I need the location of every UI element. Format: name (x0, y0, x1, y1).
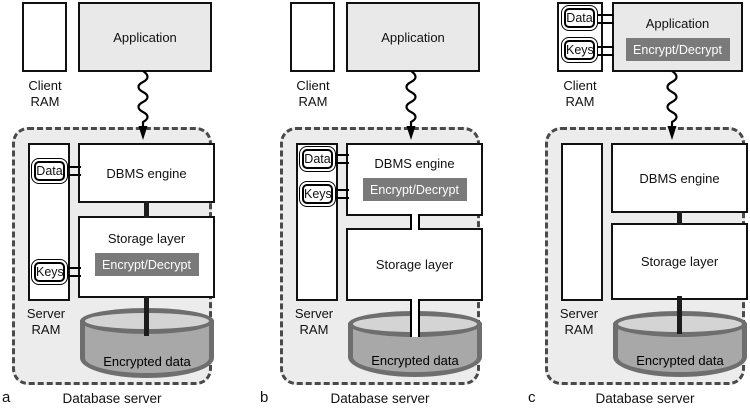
keys-chip-label: Keys (34, 262, 65, 282)
data-chip-label: Data (302, 149, 333, 169)
dbms-storage-connector (410, 214, 420, 230)
network-link-squiggle (405, 71, 417, 140)
application-label: Application (113, 29, 177, 45)
panel-letter-b: b (260, 389, 269, 406)
storage-layer-label: Storage layer (107, 231, 186, 246)
client-ram-label: Client RAM (28, 78, 62, 109)
panel-b: Application Client RAM Data Keys DBMS en… (268, 0, 485, 410)
encrypt-decrypt-chip: Encrypt/Decrypt (625, 38, 730, 61)
data-dbms-link (333, 154, 349, 164)
dbms-engine-label: DBMS engine (106, 165, 187, 181)
encrypted-data-label: Encrypted data (103, 354, 191, 369)
server-ram-label: Server RAM (294, 306, 334, 337)
data-application-link (595, 14, 614, 24)
storage-layer-label: Storage layer (375, 257, 454, 272)
database-server-caption: Database server (595, 391, 695, 406)
arrow-down-icon (406, 126, 416, 140)
storage-layer-box: Storage layer (611, 223, 748, 300)
database-server-box: Data Keys DBMS engine Storage layer Encr… (12, 127, 215, 385)
database-server-caption: Database server (330, 391, 430, 406)
server-ram-box (561, 143, 603, 301)
panel-letter-c: c (528, 389, 536, 406)
database-server-box: DBMS engine Storage layer Encrypted data… (545, 127, 748, 385)
panel-letter-a: a (2, 389, 11, 406)
keys-dbms-link (333, 189, 349, 199)
encrypted-data-label: Encrypted data (371, 353, 459, 368)
application-box: Application (346, 2, 480, 72)
dbms-engine-box: DBMS engine Encrypt/Decrypt (346, 143, 483, 216)
dbms-engine-box: DBMS engine (78, 143, 215, 203)
server-ram-label: Server RAM (26, 306, 66, 337)
arrow-down-icon (667, 126, 677, 140)
keys-chip-label: Keys (302, 184, 333, 204)
data-chip-label: Data (564, 8, 595, 28)
arrow-down-icon (138, 126, 148, 140)
application-box: Application (78, 2, 212, 72)
storage-layer-box: Storage layer (346, 228, 483, 301)
data-chip: Data (299, 146, 336, 172)
encrypted-data-label: Encrypted data (636, 353, 724, 368)
storage-cylinder-connector (144, 296, 149, 336)
network-link-squiggle (666, 71, 678, 140)
panel-c: Data Keys Application Encrypt/Decrypt Cl… (533, 0, 750, 410)
panel-a: Application Client RAM Data Keys DBMS en… (0, 0, 217, 410)
client-ram-label: Client RAM (296, 78, 330, 109)
encrypt-decrypt-chip: Encrypt/Decrypt (94, 253, 199, 276)
keys-storage-link (65, 267, 81, 277)
client-ram-box (22, 2, 67, 72)
keys-chip: Keys (561, 37, 598, 63)
storage-cylinder-connector (677, 296, 682, 334)
data-chip: Data (31, 158, 68, 184)
dbms-storage-connector (677, 211, 682, 225)
database-server-box: Data Keys DBMS engine Encrypt/Decrypt St… (280, 127, 483, 385)
storage-layer-label: Storage layer (640, 254, 719, 269)
storage-layer-box: Storage layer Encrypt/Decrypt (78, 216, 215, 298)
dbms-engine-box: DBMS engine (611, 143, 748, 213)
application-label: Application (381, 29, 445, 45)
data-chip-label: Data (34, 161, 65, 181)
client-ram-box (290, 2, 335, 72)
keys-chip-label: Keys (564, 40, 595, 60)
network-link-squiggle (137, 71, 149, 140)
keys-application-link (595, 46, 614, 56)
encrypt-decrypt-chip: Encrypt/Decrypt (362, 178, 467, 201)
dbms-engine-label: DBMS engine (374, 156, 455, 171)
data-chip: Data (561, 5, 598, 31)
storage-cylinder-connector (410, 299, 420, 337)
keys-chip: Keys (31, 259, 68, 285)
keys-chip: Keys (299, 181, 336, 207)
application-label: Application (645, 16, 710, 31)
application-box: Application Encrypt/Decrypt (612, 2, 743, 72)
dbms-storage-connector (144, 201, 149, 218)
client-ram-label: Client RAM (563, 78, 597, 109)
dbms-engine-label: DBMS engine (639, 170, 720, 186)
server-ram-label: Server RAM (559, 306, 599, 337)
data-dbms-link (65, 166, 81, 176)
database-server-caption: Database server (62, 391, 162, 406)
